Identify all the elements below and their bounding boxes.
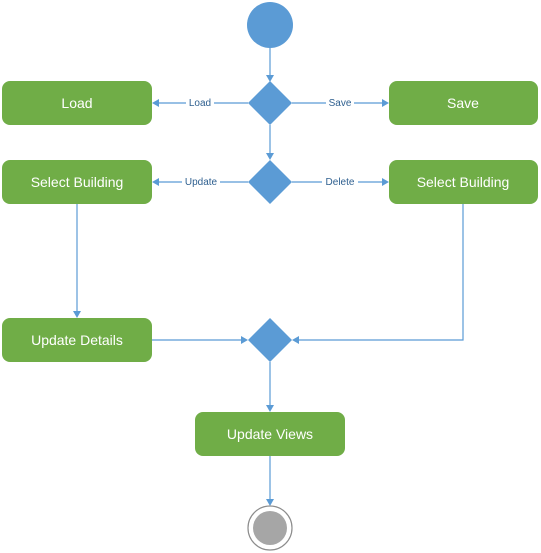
initial-node <box>247 2 293 48</box>
guard-label-load: Load <box>189 98 211 109</box>
action-label-load: Load <box>61 95 92 111</box>
arrowhead <box>382 99 389 107</box>
final-node-dot <box>253 511 287 545</box>
arrowhead <box>266 499 274 506</box>
arrowhead <box>152 99 159 107</box>
arrowhead <box>241 336 248 344</box>
guard-label-update: Update <box>185 177 218 188</box>
decision-node-update-delete <box>248 160 292 204</box>
action-label-select-building-right: Select Building <box>417 174 510 190</box>
guard-labels: Load Save Update Delete <box>182 96 358 188</box>
final-node <box>247 505 293 551</box>
edge-select-building-right-to-merge <box>298 204 464 341</box>
guard-label-delete: Delete <box>326 177 355 188</box>
merge-node <box>248 318 292 362</box>
arrowhead <box>73 311 81 318</box>
arrowhead <box>266 153 274 160</box>
action-label-save: Save <box>447 95 479 111</box>
arrowhead <box>292 336 299 344</box>
action-label-update-details: Update Details <box>31 332 123 348</box>
action-update-details: Update Details <box>2 318 152 362</box>
action-select-building-left: Select Building <box>2 160 152 204</box>
action-label-select-building-left: Select Building <box>31 174 124 190</box>
arrowhead <box>266 405 274 412</box>
arrowhead <box>266 75 274 82</box>
edges <box>73 48 464 506</box>
action-save: Save <box>389 81 538 125</box>
action-update-views: Update Views <box>195 412 345 456</box>
action-select-building-right: Select Building <box>389 160 538 204</box>
guard-label-save: Save <box>329 98 352 109</box>
decision-node-load-save <box>248 81 292 125</box>
action-load: Load <box>2 81 152 125</box>
arrowhead <box>152 178 159 186</box>
arrowhead <box>382 178 389 186</box>
action-label-update-views: Update Views <box>227 426 313 442</box>
